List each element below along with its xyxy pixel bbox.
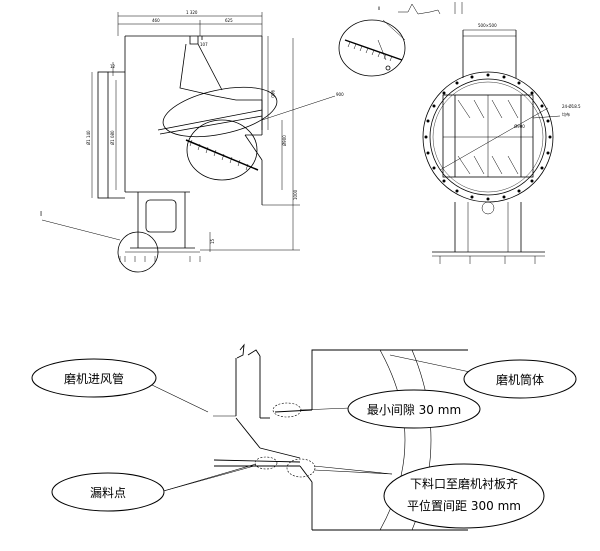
dim-small: 12	[110, 64, 116, 69]
callout-feed-distance-line1: 下料口至磨机衬板齐	[410, 476, 518, 491]
callout-leak-point: 漏料点	[51, 472, 165, 512]
callout-leak-point-text: 漏料点	[90, 486, 126, 500]
side-view-drawing	[41, 12, 336, 273]
callout-mill-cylinder: 磨机筒体	[463, 359, 577, 399]
schematic-drawing	[151, 343, 471, 531]
callout-mill-cylinder-text: 磨机筒体	[496, 372, 544, 387]
dim-bolts-sub: 均布	[562, 111, 570, 117]
dim-inlet: 900	[336, 92, 344, 97]
dim-inner-dia: Ø900	[514, 124, 525, 129]
callout-min-gap: 最小间隙 30 mm	[347, 389, 481, 429]
dim-offset: 107	[200, 42, 208, 47]
dim-top-total: 1 320	[186, 10, 198, 15]
dim-height-bottom: 15	[210, 238, 215, 244]
dim-top-mid: 625	[225, 18, 233, 23]
callout-min-gap-text: 最小间隙 30 mm	[367, 403, 461, 417]
dim-left-2: Ø1 080	[110, 130, 115, 145]
dim-vert-900: 900	[270, 90, 275, 98]
front-view-drawing	[338, 2, 561, 264]
dim-height-right: 1000	[293, 189, 298, 200]
dim-flange: 500×500	[478, 23, 497, 28]
callout-inlet-pipe-text: 磨机进风管	[64, 371, 124, 386]
detail-label-ii: II	[378, 6, 380, 11]
callout-feed-distance-line2: 平位置间距 300 mm	[407, 498, 521, 513]
dim-bolts: 24-Ø18.5	[562, 104, 581, 109]
dim-left-1: Ø1 140	[86, 130, 91, 145]
callout-inlet-pipe: 磨机进风管	[31, 358, 157, 398]
detail-label-i: I	[40, 210, 42, 218]
dim-top-left: 460	[152, 18, 160, 23]
callout-feed-distance: 下料口至磨机衬板齐 平位置间距 300 mm	[383, 463, 545, 529]
dim-dia: Ø900	[282, 135, 287, 146]
